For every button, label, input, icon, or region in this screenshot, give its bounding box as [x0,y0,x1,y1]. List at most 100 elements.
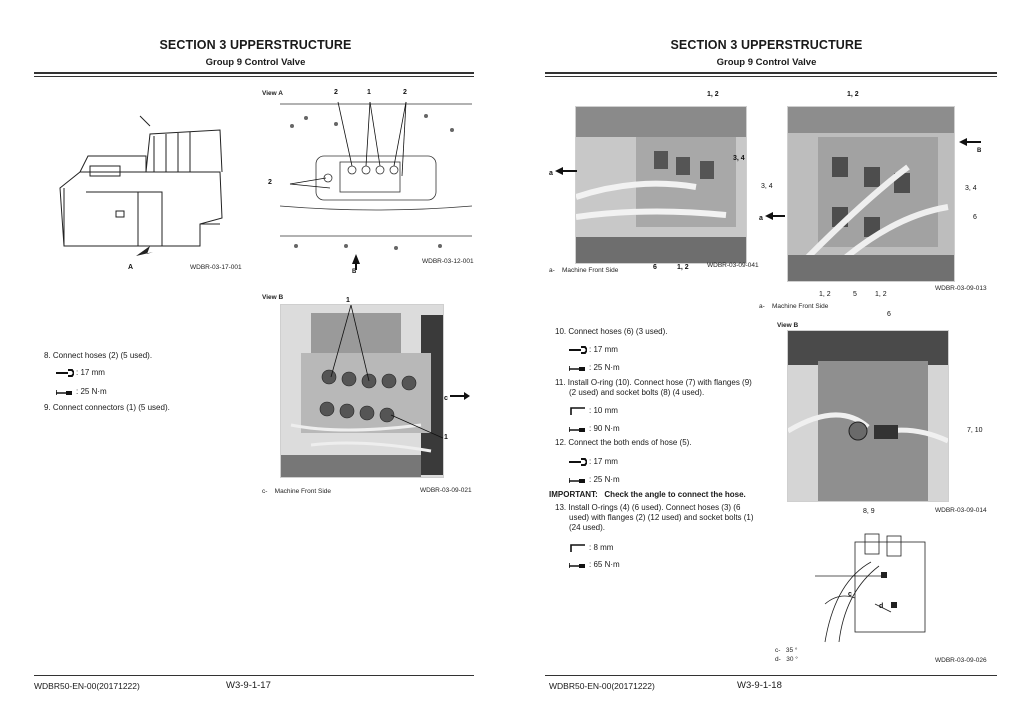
callout-3-4: 3, 4 [733,155,745,162]
arrow-left-icon [554,167,577,175]
valve-hose-photo-2 [788,107,954,281]
view-a-drawing [279,101,473,270]
callout-7-10: 7, 10 [967,427,983,434]
angle-c-label: c [848,591,852,598]
header-rule [545,72,997,74]
view-a-figure: 2 1 2 2 B WDBR-03-12-001 [268,89,476,276]
hose-connection-photo [788,331,948,501]
section-title: SECTION 3 UPPERSTRUCTURE [159,38,352,52]
direction-c: c [444,392,470,402]
figure-title: View B [777,322,799,329]
tool-spec: : 8 mm [569,543,613,552]
torque-spec: : 90 N·m [569,424,620,433]
figure-id: WDBR-03-09-014 [935,507,987,514]
angle-caption-d: d- 30 ° [775,656,798,663]
callout-6: 6 [653,264,657,271]
header-rule-thin [34,76,474,77]
footer-code: WDBR50-EN-00(20171222) [549,681,655,691]
figure-caption: c- Machine Front Side [262,488,332,495]
footer-rule [545,675,997,676]
arrow-left-icon [764,212,785,220]
step-11: 11. Install O-ring (10). Connect hose (7… [555,378,752,387]
callout-8-9: 8, 9 [863,508,875,515]
footer-code: WDBR50-EN-00(20171222) [34,681,140,691]
torque-spec: : 25 N·m [569,363,620,372]
angle-d-label: d [879,603,884,610]
hose-photo-side [787,106,955,282]
wrench-icon [56,368,74,377]
group-title: Group 9 Control Valve [205,57,306,68]
figure-id: WDBR-03-09-026 [935,657,987,664]
wrench-icon [569,457,587,466]
callout-1-2: 1, 2 [847,91,859,98]
direction-a: a [549,167,577,177]
tool-spec: : 17 mm [569,345,618,354]
callout-2a: 2 [334,89,338,96]
hose-angle-drawing [815,533,926,643]
hex-key-icon [570,543,585,552]
page-number: W3-9-1-18 [737,680,782,691]
step-9: 9. Connect connectors (1) (5 used). [44,403,170,412]
tool-spec: : 10 mm [569,406,618,415]
view-b-photo [280,304,444,478]
hex-key-icon [570,406,585,415]
header-rule-thin [545,76,997,77]
footer-rule [34,675,474,676]
step-12: 12. Connect the both ends of hose (5). [555,438,692,447]
header-rule [34,72,474,74]
callout-2c: 2 [268,179,272,186]
callout-1-2c: 1, 2 [819,291,831,298]
callout-3-4b: 3, 4 [965,185,977,192]
valve-hose-photo [576,107,746,263]
figure-caption: a- Machine Front Side [759,303,829,310]
step-13-cont-2: (24 used). [569,523,606,532]
callout-3-4a: 3, 4 [761,183,773,190]
page-number: W3-9-1-17 [226,680,271,691]
direction-b: B [959,138,981,154]
callout-1-2d: 1, 2 [875,291,887,298]
direction-a: a [759,212,785,222]
tool-spec: : 17 mm [56,368,105,377]
step-8: 8. Connect hoses (2) (5 used). [44,351,153,360]
torque-wrench-icon [569,477,585,483]
callout-1b: 1 [444,434,448,441]
torque-spec: : 25 N·m [569,475,620,484]
marker-a: A [128,264,134,271]
arrow-left-icon [959,138,981,146]
marker-b: B [352,269,357,275]
callout-6: 6 [887,311,891,318]
group-title: Group 9 Control Valve [716,57,817,68]
figure-caption: a- Machine Front Side [549,267,619,274]
figure-id: WDBR-03-12-001 [422,258,474,265]
callout-1-2: 1, 2 [707,91,719,98]
step-13: 13. Install O-rings (4) (6 used). Connec… [555,503,741,512]
excavator-drawing [59,115,223,256]
angle-caption-c: c- 35 ° [775,647,798,654]
torque-spec: : 25 N·m [56,387,107,396]
figure-id: WDBR-03-17-001 [190,264,242,271]
tool-spec: : 17 mm [569,457,618,466]
left-page: SECTION 3 UPPERSTRUCTURE Group 9 Control… [34,38,476,691]
callout-5: 5 [853,291,857,298]
important-note: IMPORTANT: Check the angle to connect th… [549,490,746,499]
callout-1-2b: 1, 2 [677,264,689,271]
callout-1: 1 [367,89,371,96]
right-page: SECTION 3 UPPERSTRUCTURE Group 9 Control… [511,0,1022,724]
machine-drawing-figure: A WDBR-03-17-001 [50,106,250,278]
control-valve-photo [281,305,443,477]
figure-id: WDBR-03-09-041 [707,262,759,269]
torque-wrench-icon [569,562,585,568]
wrench-icon [569,345,587,354]
figure-title: View B [262,294,284,301]
section-title: SECTION 3 UPPERSTRUCTURE [670,38,863,52]
step-13-cont: used) with flanges (2) (12 used) and soc… [569,513,754,522]
figure-id: WDBR-03-09-013 [935,285,987,292]
hose-photo-front [575,106,747,264]
torque-wrench-icon [569,365,585,371]
callout-2b: 2 [403,89,407,96]
view-b-photo [787,330,949,502]
torque-spec: : 65 N·m [569,560,620,569]
figure-id: WDBR-03-09-021 [420,487,472,494]
angle-drawing: c d [795,532,945,652]
figure-title: View A [262,90,283,97]
